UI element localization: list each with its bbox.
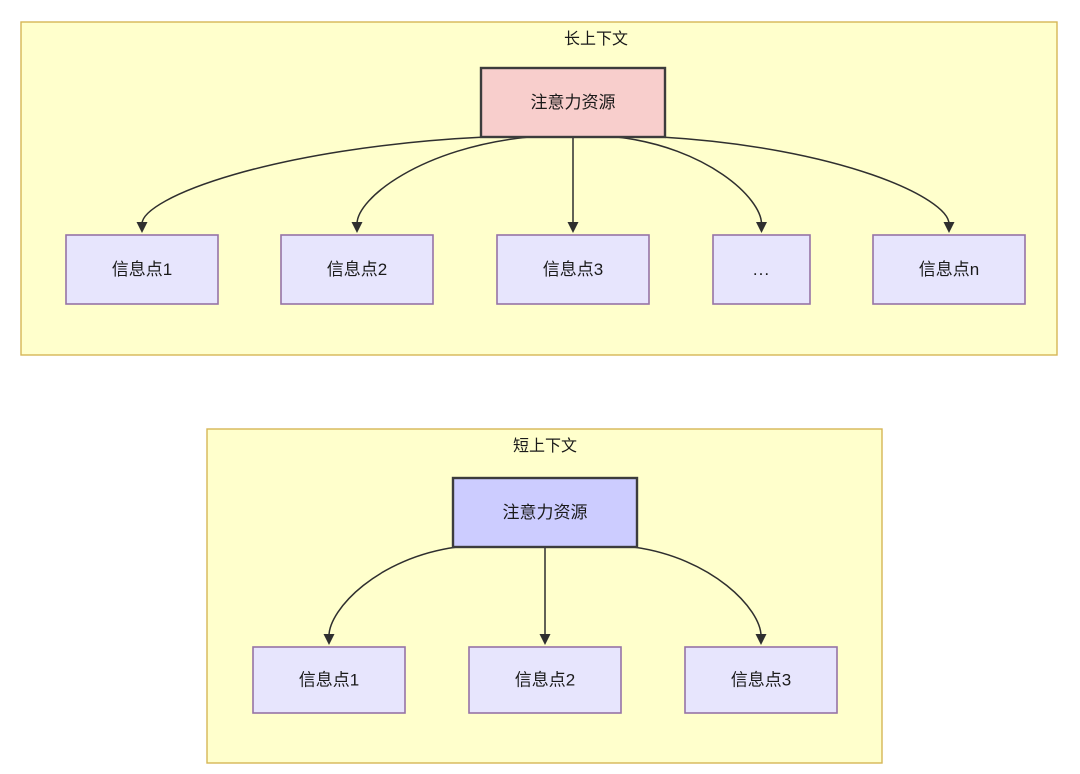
arrowhead-info-s2 xyxy=(539,634,551,645)
node-label-info-ellipsis: ... xyxy=(753,260,770,279)
node-info-s3[interactable] xyxy=(684,646,838,714)
arrowhead-info-1 xyxy=(136,222,148,233)
arrowhead-info-s3 xyxy=(755,634,767,645)
edge-attention-long-to-info-2 xyxy=(356,136,530,225)
node-info-s1[interactable] xyxy=(252,646,406,714)
node-label-attention-short: 注意力资源 xyxy=(503,503,588,522)
node-label-info-n: 信息点n xyxy=(919,260,979,279)
node-info-s2[interactable] xyxy=(468,646,622,714)
node-label-info-3: 信息点3 xyxy=(543,260,603,279)
edge-layer xyxy=(136,136,955,645)
edge-attention-short-to-info-s1 xyxy=(328,546,458,637)
node-info-3[interactable] xyxy=(496,234,650,305)
node-attention-long[interactable] xyxy=(479,66,667,139)
arrowhead-info-n xyxy=(943,222,955,233)
node-label-info-s2: 信息点2 xyxy=(515,670,575,689)
edge-attention-long-to-info-n xyxy=(660,136,950,225)
arrowhead-info-s1 xyxy=(323,634,335,645)
arrowhead-info-ellipsis xyxy=(756,222,767,233)
arrowhead-info-3 xyxy=(567,222,579,233)
node-label-info-s1: 信息点1 xyxy=(299,670,359,689)
group-title-short-context: 短上下文 xyxy=(513,437,577,455)
node-label-attention-long: 注意力资源 xyxy=(531,93,616,112)
node-info-2[interactable] xyxy=(280,234,434,305)
node-info-n[interactable] xyxy=(872,234,1026,305)
node-info-ellipsis[interactable] xyxy=(712,234,811,305)
edge-attention-long-to-info-ellipsis xyxy=(616,136,763,225)
edge-attention-short-to-info-s3 xyxy=(632,546,762,637)
group-title-long-context: 长上下文 xyxy=(564,30,628,48)
node-info-1[interactable] xyxy=(65,234,219,305)
edge-attention-long-to-info-1 xyxy=(141,136,486,225)
node-attention-short[interactable] xyxy=(451,476,639,549)
node-label-info-s3: 信息点3 xyxy=(731,670,791,689)
arrowhead-info-2 xyxy=(351,222,363,233)
node-label-info-1: 信息点1 xyxy=(112,260,172,279)
node-label-info-2: 信息点2 xyxy=(327,260,387,279)
